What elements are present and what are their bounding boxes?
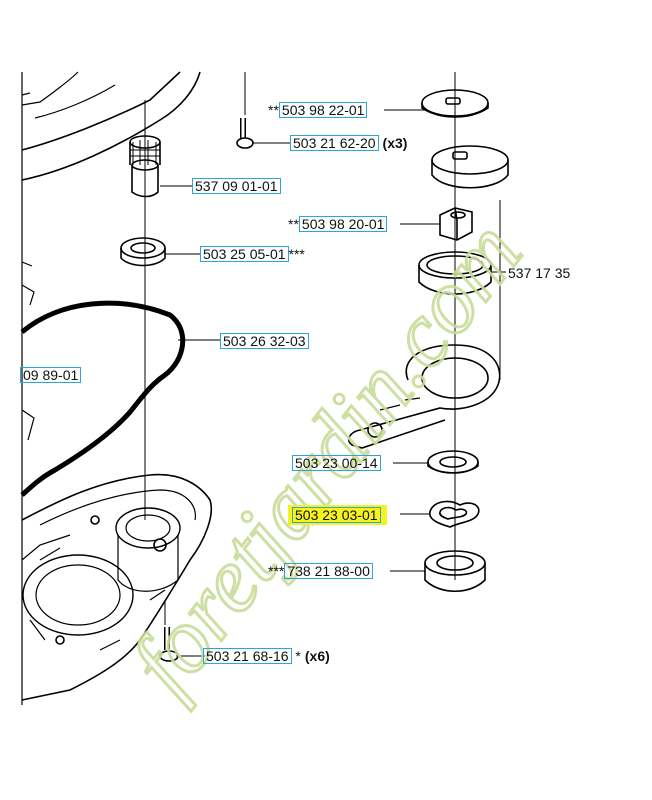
callout-503-23-03-01-highlighted[interactable]: 503 23 03-01 — [288, 505, 387, 525]
callout-537-09-01-01[interactable]: 537 09 01-01 — [192, 178, 281, 194]
quantity-label: (x3) — [382, 135, 408, 151]
ring-bearing-part — [418, 251, 492, 295]
callout-503-23-00-14[interactable]: 503 23 00-14 — [292, 455, 381, 471]
callout-503-98-22-01[interactable]: **503 98 22-01 — [268, 102, 368, 118]
quantity-label: (x6) — [304, 648, 330, 664]
callout-537-17-35[interactable]: 537 17 35 — [508, 265, 570, 281]
gasket-part — [20, 300, 186, 497]
leader-lines — [160, 109, 506, 657]
lower-housing — [21, 473, 213, 701]
part-number[interactable]: 503 26 32-03 — [220, 333, 309, 349]
thrust-washer-part — [427, 450, 479, 474]
callout-prefix: *** — [268, 563, 285, 579]
screw-part — [236, 118, 254, 149]
part-number[interactable]: 503 98 20-01 — [298, 216, 388, 232]
part-number[interactable]: 503 23 00-14 — [292, 455, 381, 471]
spring-washer-part — [429, 500, 480, 528]
part-number[interactable]: 537 17 35 — [508, 265, 571, 281]
nut-part — [439, 207, 473, 241]
part-number[interactable]: 503 21 62-20 — [290, 135, 379, 151]
part-number[interactable]: 09 89-01 — [20, 367, 82, 383]
callout-suffix: * — [291, 648, 301, 664]
callout-503-26-32-03[interactable]: 503 26 32-03 — [220, 333, 309, 349]
bottom-screw-part — [159, 627, 179, 662]
part-number[interactable]: 503 21 68-16 — [203, 648, 292, 664]
lever-part — [348, 344, 501, 449]
part-number[interactable]: 503 25 05-01 — [200, 246, 289, 262]
housing-top-edge-2 — [21, 71, 201, 181]
washer-part — [421, 89, 489, 118]
cam-disc-part — [431, 145, 509, 189]
ball-bearing-part — [424, 550, 486, 592]
bearing-part — [120, 237, 166, 267]
callout-503-21-62-20[interactable]: 503 21 62-20(x3) — [290, 135, 407, 151]
callout-503-25-05-01[interactable]: 503 25 05-01*** — [200, 246, 305, 262]
part-number[interactable]: 738 21 88-00 — [284, 563, 373, 579]
callout-503-98-20-01[interactable]: **503 98 20-01 — [288, 216, 388, 232]
callout-503-21-68-16[interactable]: 503 21 68-16 *(x6) — [203, 648, 330, 664]
callout-prefix: ** — [268, 102, 279, 118]
pinion-gear-part — [129, 135, 161, 198]
callout-suffix: *** — [288, 246, 305, 262]
callout-09-89-01[interactable]: 09 89-01 — [20, 367, 82, 383]
part-number[interactable]: 503 23 03-01 — [292, 507, 381, 523]
part-number[interactable]: 503 98 22-01 — [278, 102, 368, 118]
callout-prefix: ** — [288, 216, 299, 232]
part-number[interactable]: 537 09 01-01 — [192, 178, 281, 194]
callout-738-21-88-00[interactable]: ***738 21 88-00 — [268, 563, 373, 579]
